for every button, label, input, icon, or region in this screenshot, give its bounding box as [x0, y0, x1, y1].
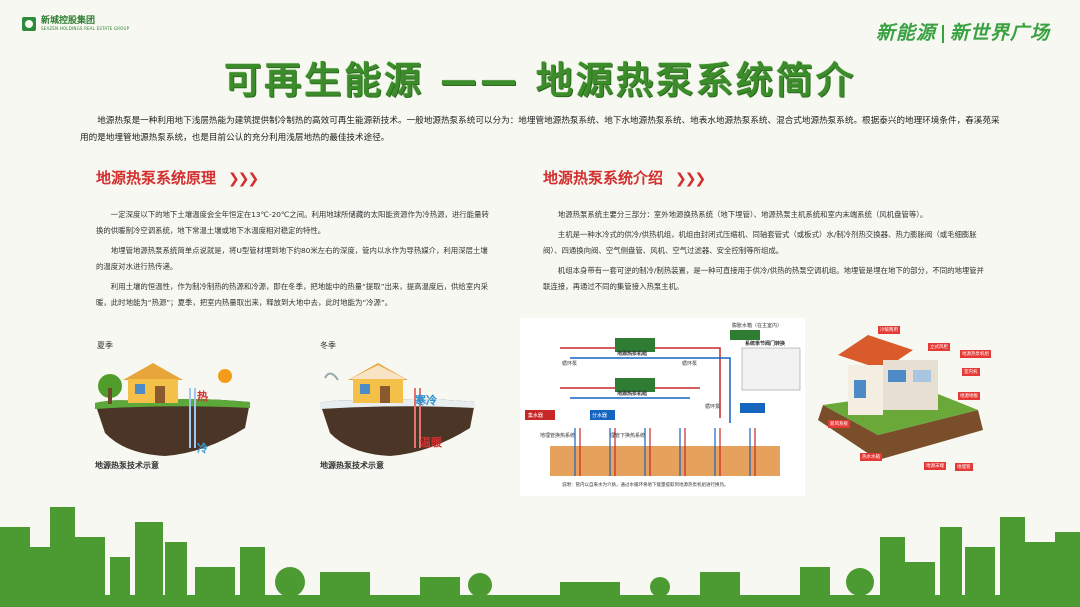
winter-warm-label: 温暖 — [420, 436, 442, 449]
left-paragraph-1: 一定深度以下的地下土壤温度会全年恒定在13℃-20℃之间。利用地球所储藏的太阳能… — [96, 210, 489, 235]
brand-sub: SEAZEN HOLDINGS REAL ESTATE GROUP — [41, 26, 130, 31]
winter-scene-illustration — [320, 363, 475, 456]
house-callout-label: 新风系统 — [828, 420, 850, 428]
house-callout-label: 地源热泵机组 — [960, 350, 991, 358]
left-section-title: 地源热泵系统原理 ❯❯❯ — [96, 167, 259, 188]
summer-label: 夏季 — [97, 341, 113, 350]
left-paragraph-3: 利用土壤的恒温性，作为制冷制热的热源和冷源，即在冬季，把地能中的热量“提取”出来… — [96, 282, 488, 307]
summer-caption: 地源热泵技术示意 — [95, 461, 159, 470]
diagram-pump2-label: 循环泵 — [682, 361, 698, 367]
right-section-text: 地源热泵系统主要分三部分：室外地源换热系统（地下埋管）、地源热泵主机系统和室内末… — [543, 207, 988, 299]
diagram-ground-out-label: 埋管下换热系统 — [610, 433, 646, 439]
system-diagram — [520, 318, 805, 496]
right-paragraph-3: 机组本身带有一套可逆的制冷/制热装置，是一种可直接用于供冷/供热的热泵空调机组。… — [543, 266, 985, 291]
house-callout-label: 立式风柜 — [928, 343, 950, 351]
brand-logo-left: 新城控股集团 SEAZEN HOLDINGS REAL ESTATE GROUP — [22, 16, 129, 31]
page-title: 可再生能源 —— 地源热泵系统简介 — [224, 59, 856, 102]
right-paragraph-1: 地源热泵系统主要分三部分：室外地源换热系统（地下埋管）、地源热泵主机系统和室内末… — [557, 210, 928, 219]
diagram-valve-table-label: 系统季节阀门转换 — [745, 341, 786, 347]
right-section-title-text: 地源热泵系统介绍 — [543, 169, 664, 187]
left-paragraph-2: 地埋管地源热泵系统简单点说就是，将U型管材埋到地下约80米左右的深度，管内以水作… — [96, 246, 488, 271]
house-cutaway-illustration — [818, 335, 983, 460]
chevron-right-icon: ❯❯❯ — [228, 171, 259, 187]
diagram-collector-label: 集水器 — [528, 413, 544, 419]
diagram-note: 说明：管内以自来水为介质，通过水循环将地下能量提取到地源热泵机组进行换热。 — [562, 483, 729, 488]
house-callout-label: 冷暖两用 — [878, 326, 900, 334]
diagram-distributor-label: 分水器 — [592, 413, 608, 419]
summer-cold-label: 冷 — [197, 442, 208, 455]
brand-logo-right: 新能源新世界广场 — [876, 18, 1050, 45]
winter-label: 冬季 — [320, 341, 336, 350]
winter-caption: 地源热泵技术示意 — [320, 461, 384, 470]
intro-text: 地源热泵是一种利用地下浅层热能为建筑提供制冷制热的高效可再生能源新技术。一般地源… — [80, 116, 1000, 143]
winter-cold-label: 寒冷 — [415, 394, 437, 407]
right-paragraph-2: 主机是一种水冷式的供冷/供热机组，机组由封闭式压缩机、同轴套管式（或板式）水/制… — [543, 230, 977, 255]
house-callout-label: 地源地板 — [958, 392, 980, 400]
brand-divider — [941, 24, 944, 43]
diagram-ground-in-label: 地埋管换热系统 — [540, 433, 576, 439]
brand-name: 新城控股集团 — [41, 16, 96, 26]
left-section-text: 一定深度以下的地下土壤温度会全年恒定在13℃-20℃之间。利用地球所储藏的太阳能… — [96, 207, 491, 315]
house-callout-label: 地源末端 — [924, 462, 946, 470]
diagram-pump1-label: 循环泵 — [562, 361, 578, 367]
city-skyline-silhouette — [0, 507, 1080, 607]
house-callout-label: 地埋管 — [955, 463, 973, 471]
summer-scene-illustration — [95, 363, 250, 456]
diagram-tank-label: 膨胀水箱（在主室内） — [732, 323, 783, 329]
summer-hot-label: 热 — [197, 390, 208, 403]
diagram-pump3-label: 循环泵 — [705, 404, 721, 410]
house-callout-label: 室内机 — [962, 368, 980, 376]
chevron-right-icon: ❯❯❯ — [675, 171, 706, 187]
left-section-title-text: 地源热泵系统原理 — [96, 169, 217, 187]
diagram-unit2-label: 地源热泵机组 — [617, 391, 648, 397]
brand-right-a: 新能源 — [875, 22, 936, 44]
diagram-unit1-label: 地源热泵机组 — [617, 351, 648, 357]
brand-mark-icon — [22, 16, 36, 31]
house-callout-label: 热水水箱 — [860, 453, 882, 461]
brand-right-b: 新世界广场 — [949, 22, 1050, 44]
right-section-title: 地源热泵系统介绍 ❯❯❯ — [543, 167, 706, 188]
